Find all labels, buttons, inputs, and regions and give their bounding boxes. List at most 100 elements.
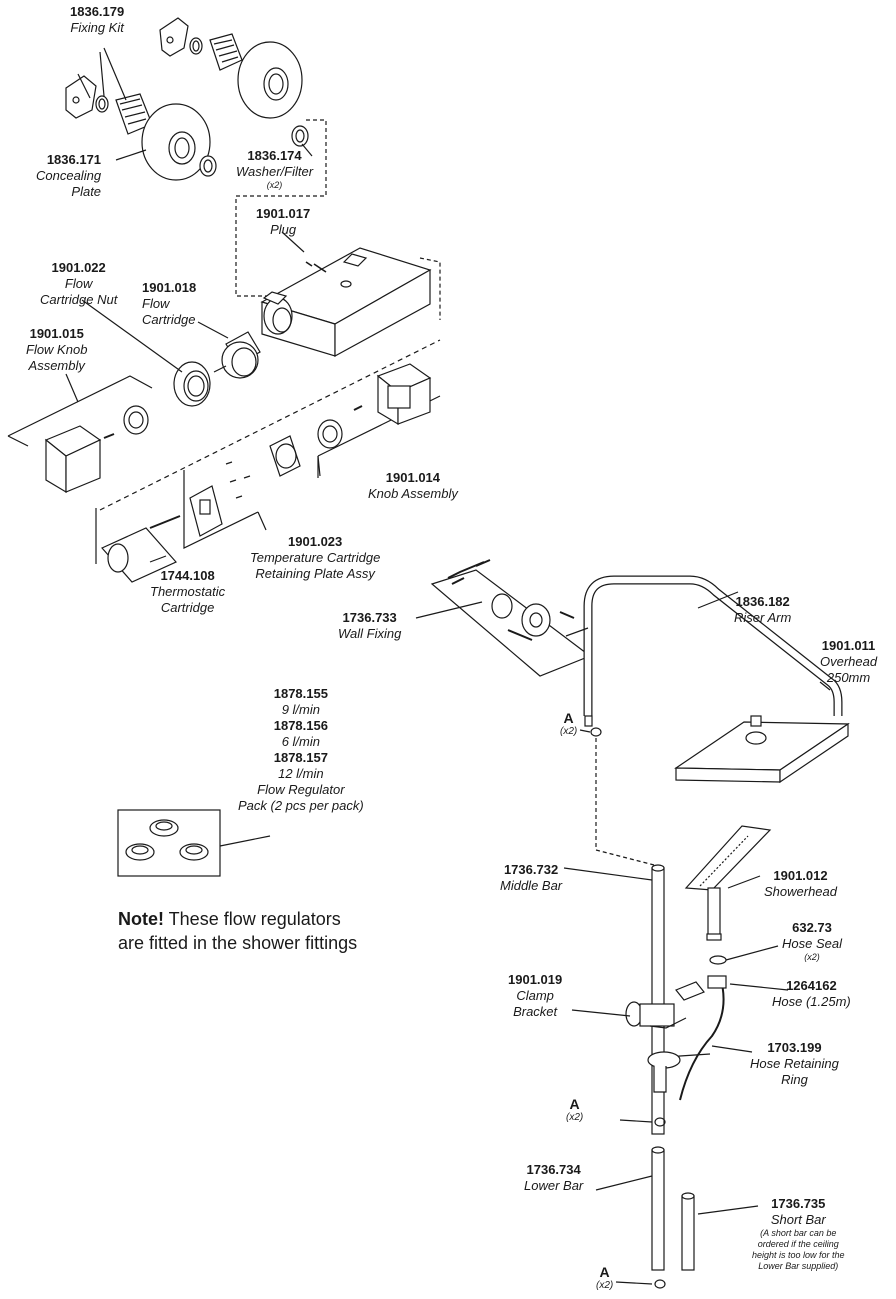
label-flow-knob-assembly: 1901.015 Flow Knob Assembly (26, 326, 87, 374)
label-middle-bar: 1736.732 Middle Bar (500, 862, 562, 894)
short-bar-note-1: (A short bar can be (760, 1228, 837, 1238)
short-bar-drawing (681, 1195, 695, 1271)
middle-bar-code: 1736.732 (503, 862, 559, 877)
label-clamp-bracket: 1901.019 Clamp Bracket (508, 972, 562, 1020)
short-bar-code: 1736.735 (771, 1196, 826, 1211)
wall-fixing-code: 1736.733 (342, 610, 397, 625)
wall-fixing-drawing (447, 559, 575, 641)
label-washer-filter: 1836.174 Washer/Filter (x2) (236, 148, 313, 191)
a-ref-bottom-letter: A (599, 1264, 610, 1280)
concealing-plate-code: 1836.171 (46, 152, 102, 167)
label-temp-cartridge-plate: 1901.023 Temperature Cartridge Retaining… (250, 534, 380, 582)
label-flow-cartridge-nut: 1901.022 Flow Cartridge Nut (40, 260, 117, 308)
riser-arm-desc: Riser Arm (734, 610, 792, 625)
label-flow-regulator-pack: 1878.155 9 l/min 1878.156 6 l/min 1878.1… (238, 686, 364, 814)
temp-cartridge-plate-desc-2: Retaining Plate Assy (255, 566, 375, 581)
flow-cartridge-desc-2: Cartridge (142, 312, 196, 327)
clamp-bracket-desc-2: Bracket (513, 1004, 558, 1019)
hose-seal-desc: Hose Seal (782, 936, 842, 951)
hose-desc: Hose (1.25m) (772, 994, 851, 1009)
label-thermostatic-cartridge: 1744.108 Thermostatic Cartridge (150, 568, 225, 616)
riser-arm-drawing (565, 575, 843, 727)
a-ref-bottom-qty: (x2) (596, 1280, 614, 1291)
overhead-desc-1: Overhead (820, 654, 878, 669)
overhead-desc-2: 250mm (826, 670, 871, 685)
plug-code: 1901.017 (256, 206, 311, 221)
fixing-kit-desc: Fixing Kit (70, 20, 124, 35)
hose-retaining-ring-code: 1703.199 (767, 1040, 822, 1055)
label-plug: 1901.017 Plug (256, 206, 310, 238)
concealing-plate-desc-2: Plate (71, 184, 102, 199)
washer-filter-code: 1836.174 (247, 148, 302, 163)
flow-regulator-3-code: 1878.157 (273, 750, 328, 765)
note-line-1: Note! These flow regulators (118, 907, 357, 931)
middle-bar-desc: Middle Bar (500, 878, 563, 893)
flow-knob-assembly-code: 1901.015 (29, 326, 84, 341)
label-hose: 1264162 Hose (1.25m) (772, 978, 851, 1010)
hose-retaining-ring-desc-1: Hose Retaining (750, 1056, 839, 1071)
short-bar-desc: Short Bar (770, 1212, 826, 1227)
flow-cartridge-drawing (173, 331, 261, 407)
a-ref-bottom: A (x2) (596, 1264, 613, 1292)
flow-regulator-3-desc: 12 l/min (278, 766, 324, 781)
washer-filter-desc: Washer/Filter (236, 164, 314, 179)
label-hose-retaining-ring: 1703.199 Hose Retaining Ring (750, 1040, 839, 1088)
showerhead-code: 1901.012 (773, 868, 828, 883)
label-fixing-kit: 1836.179 Fixing Kit (70, 4, 124, 36)
flow-cartridge-desc-1: Flow (142, 296, 170, 311)
fixing-kit-back-drawing (159, 17, 309, 147)
flow-knob-drawing (44, 405, 149, 494)
flow-regulator-2-code: 1878.156 (273, 718, 328, 733)
flow-cartridge-nut-desc-2: Cartridge Nut (40, 292, 118, 307)
valve-body-drawing (260, 247, 441, 358)
lower-bar-code: 1736.734 (526, 1162, 581, 1177)
note-bold: Note! (118, 909, 164, 929)
hose-seal-code: 632.73 (792, 920, 832, 935)
flow-regulator-1-desc: 9 l/min (281, 702, 320, 717)
showerhead-drawing (684, 825, 772, 941)
a-ref-top-letter: A (563, 710, 574, 726)
flow-regulator-pack-desc-2: Pack (2 pcs per pack) (238, 798, 364, 813)
hose-retaining-ring-desc-2: Ring (781, 1072, 808, 1087)
flow-cartridge-nut-desc-1: Flow (64, 276, 93, 291)
flow-cartridge-nut-code: 1901.022 (51, 260, 106, 275)
label-overhead: 1901.011 Overhead 250mm (820, 638, 877, 686)
flow-regulator-pack-desc-1: Flow Regulator (257, 782, 345, 797)
hose-code: 1264162 (786, 978, 837, 993)
a-ref-top-qty: (x2) (560, 726, 578, 737)
label-lower-bar: 1736.734 Lower Bar (524, 1162, 583, 1194)
flow-regulator-2-desc: 6 l/min (281, 734, 320, 749)
knob-assembly-code: 1901.014 (385, 470, 441, 485)
plug-desc: Plug (270, 222, 297, 237)
temp-cartridge-plate-code: 1901.023 (288, 534, 343, 549)
note-text-1: These flow regulators (164, 909, 341, 929)
short-bar-note-4: Lower Bar supplied) (758, 1261, 839, 1271)
hose-seal-qty: (x2) (804, 952, 820, 962)
clamp-bracket-code: 1901.019 (508, 972, 563, 987)
thermostatic-cartridge-desc-2: Cartridge (160, 600, 215, 615)
flow-knob-assembly-desc-1: Flow Knob (26, 342, 88, 357)
label-flow-cartridge: 1901.018 Flow Cartridge (142, 280, 196, 328)
flow-regulator-note: Note! These flow regulators are fitted i… (118, 907, 357, 955)
a-ref-middle: A (x2) (566, 1096, 583, 1124)
label-showerhead: 1901.012 Showerhead (764, 868, 837, 900)
label-riser-arm: 1836.182 Riser Arm (734, 594, 791, 626)
temp-cartridge-plate-desc-1: Temperature Cartridge (250, 550, 381, 565)
wall-fixing-desc: Wall Fixing (338, 626, 402, 641)
a-ref-top: A (x2) (560, 710, 577, 738)
label-wall-fixing: 1736.733 Wall Fixing (338, 610, 401, 642)
thermostatic-cartridge-code: 1744.108 (160, 568, 215, 583)
showerhead-desc: Showerhead (764, 884, 837, 899)
fixing-kit-front-drawing (65, 47, 217, 181)
short-bar-note-3: height is too low for the (752, 1250, 845, 1260)
temp-plate-drawing (101, 435, 301, 583)
flow-cartridge-code: 1901.018 (142, 280, 197, 295)
clamp-bracket-drawing (625, 981, 705, 1029)
flow-regulator-1-code: 1878.155 (273, 686, 328, 701)
overhead-drawing (674, 715, 850, 784)
label-knob-assembly: 1901.014 Knob Assembly (368, 470, 458, 502)
note-text-2: are fitted in the shower fittings (118, 933, 358, 953)
lower-bar-drawing (651, 1149, 665, 1271)
flow-regulator-pack-drawing (117, 809, 271, 877)
